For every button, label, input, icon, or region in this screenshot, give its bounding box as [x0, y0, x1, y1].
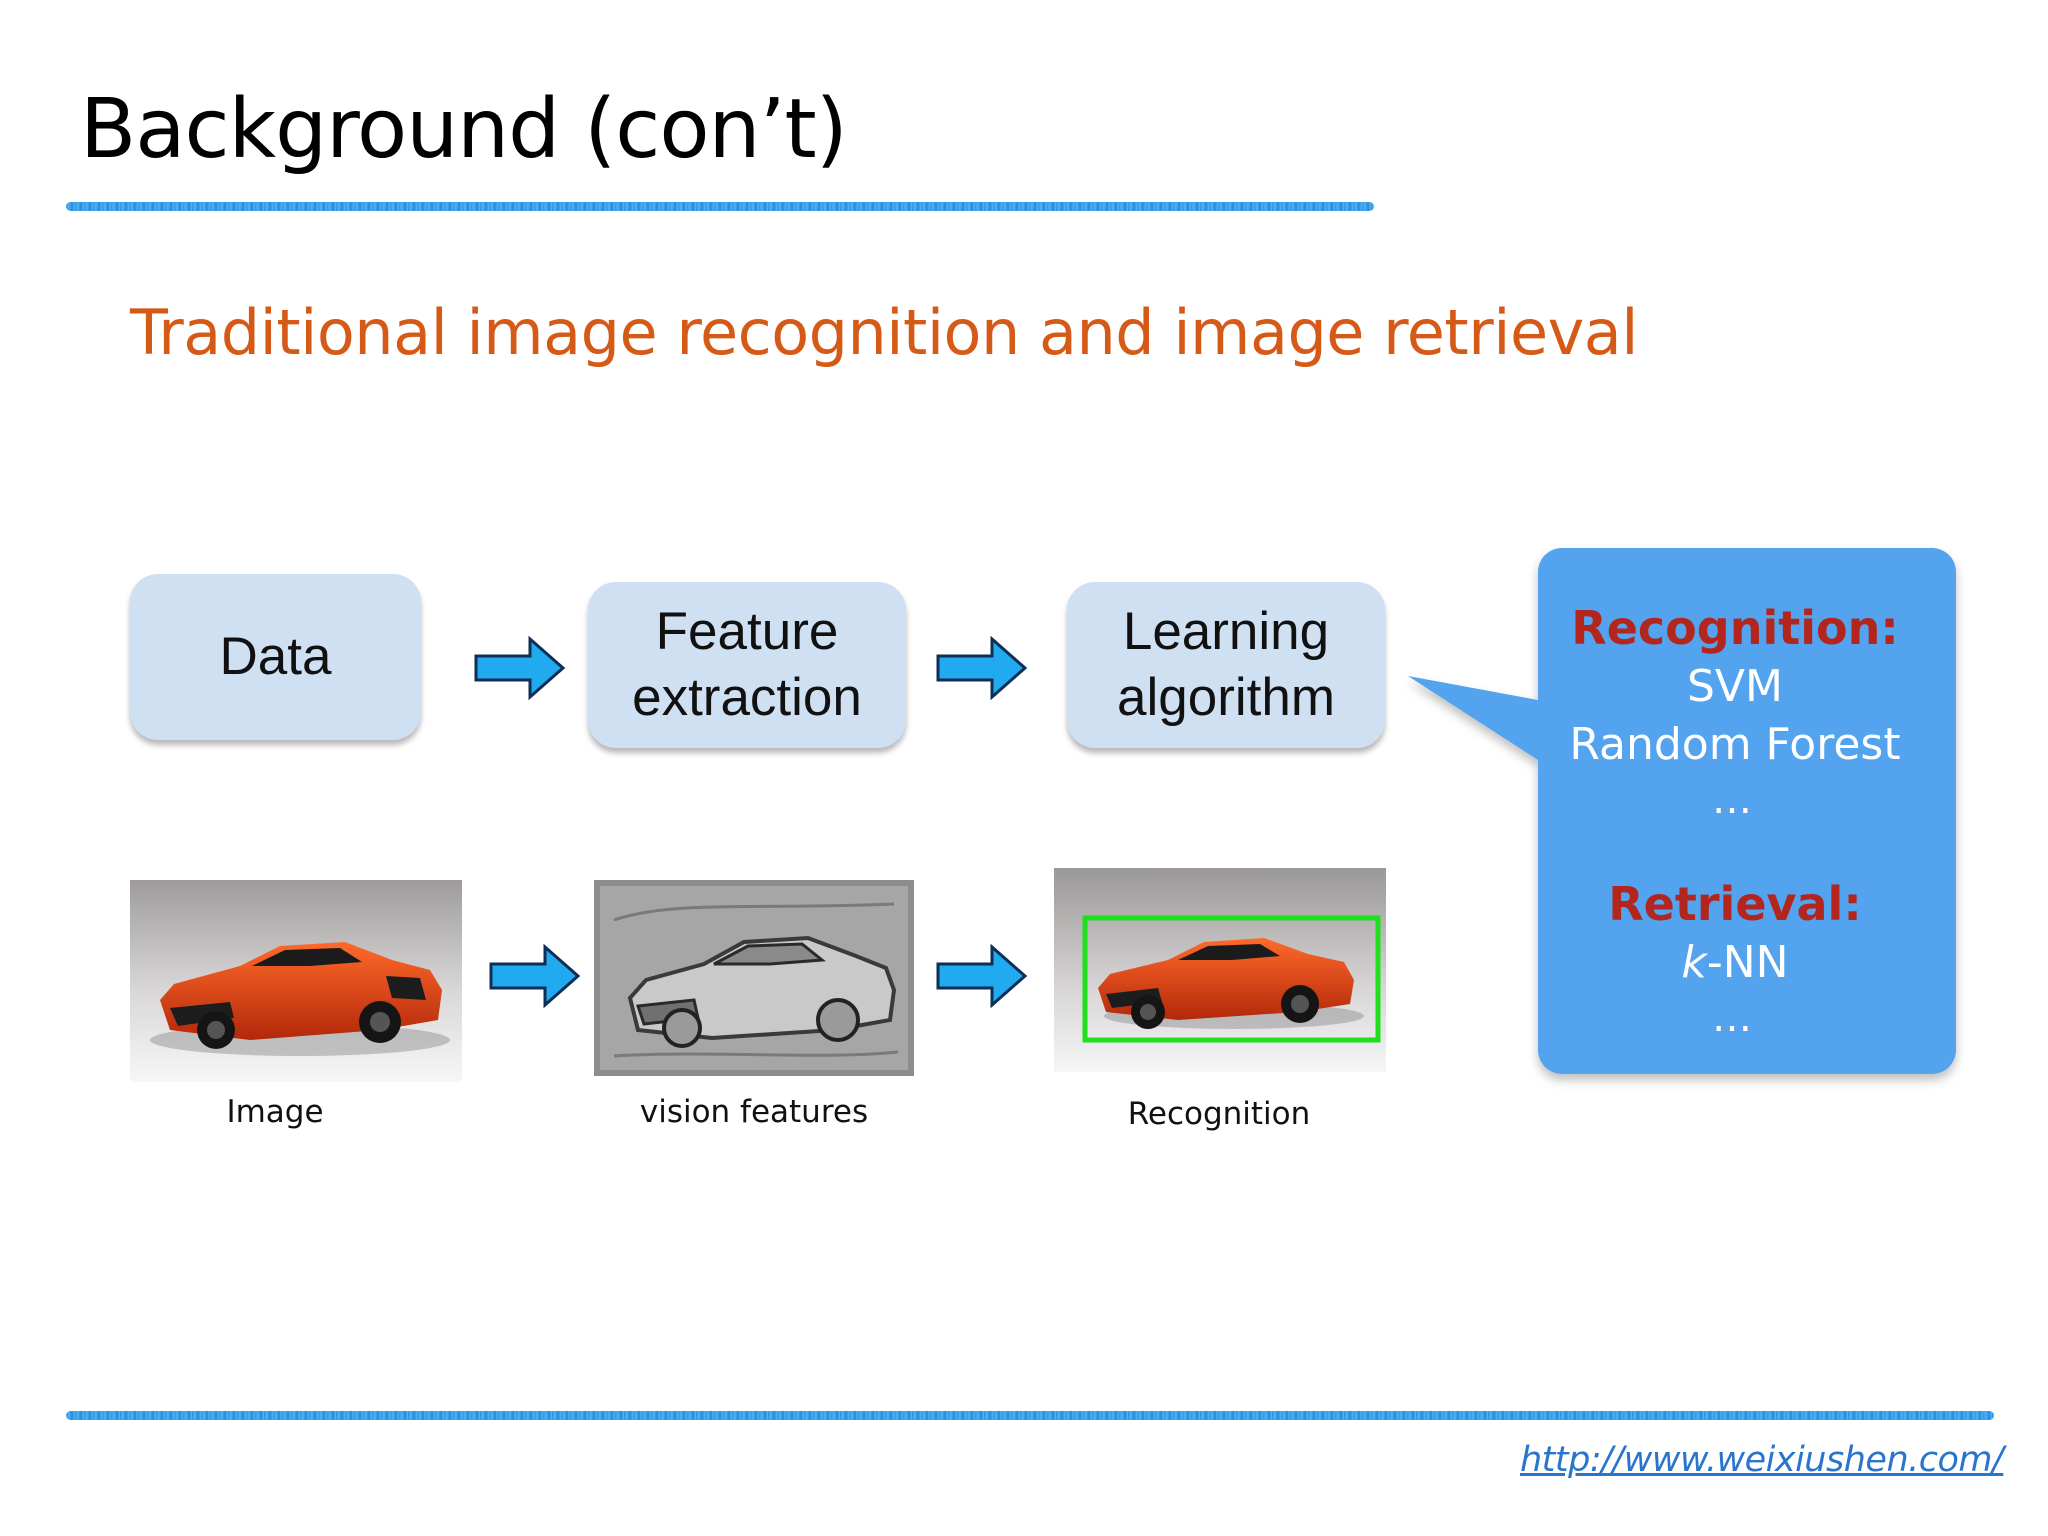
recognition-header: Recognition: — [1571, 601, 1899, 655]
arrow-right-icon — [936, 944, 1028, 1008]
pipeline-step-label: Learning algorithm — [1117, 602, 1335, 727]
title-underline — [66, 202, 1374, 211]
pipeline-step-data: Data — [130, 574, 421, 740]
arrow-right-icon — [474, 636, 566, 700]
slide-title: Background (con’t) — [80, 82, 848, 177]
footer-rule — [66, 1411, 1994, 1420]
retrieval-header: Retrieval: — [1608, 877, 1862, 931]
pipeline-step-label: Data — [219, 627, 332, 686]
example-caption: vision features — [639, 1094, 869, 1130]
recognition-item: SVM — [1687, 661, 1783, 712]
retrieval-item: k-NN — [1518, 934, 1952, 992]
slide-subtitle: Traditional image recognition and image … — [130, 296, 1639, 369]
car-photo — [130, 880, 462, 1082]
recognition-ellipsis: … — [1712, 777, 1758, 823]
retrieval-item-rest: -NN — [1706, 937, 1789, 988]
footer-url-link[interactable]: http://www.weixiushen.com/ — [1520, 1440, 2004, 1480]
arrow-right-icon — [489, 944, 581, 1008]
callout-content: Recognition: SVM Random Forest … Retriev… — [1518, 598, 1952, 1044]
retrieval-item-italic: k — [1681, 937, 1707, 988]
example-caption: Recognition — [1127, 1096, 1311, 1132]
recognition-item: Random Forest — [1569, 719, 1901, 770]
arrow-right-icon — [936, 636, 1028, 700]
retrieval-ellipsis: … — [1712, 995, 1758, 1041]
feature-map-image — [594, 880, 914, 1076]
example-caption: Image — [226, 1094, 324, 1130]
pipeline-step-label: Feature extraction — [632, 602, 862, 727]
pipeline-step-feature-extraction: Feature extraction — [588, 582, 906, 748]
pipeline-step-learning-algorithm: Learning algorithm — [1067, 582, 1385, 748]
recognition-photo — [1054, 868, 1386, 1072]
